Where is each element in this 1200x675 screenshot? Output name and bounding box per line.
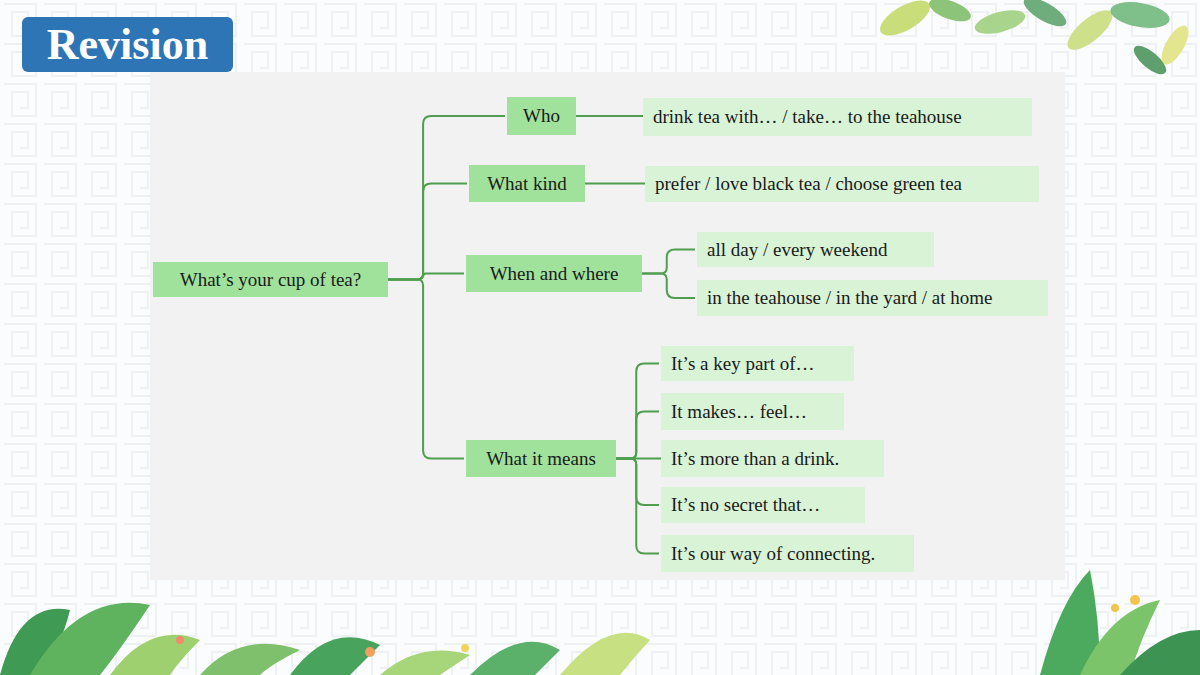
plant-decoration: [1040, 570, 1200, 675]
topic-box: What kind: [469, 165, 585, 202]
node-text: all day / every weekend: [707, 239, 887, 261]
detail-box: It’s our way of connecting.: [661, 535, 914, 572]
bracket-connector: [616, 459, 659, 506]
bracket-connector: [642, 250, 695, 274]
bracket-connector: [616, 412, 659, 459]
detail-box: prefer / love black tea / choose green t…: [645, 166, 1039, 202]
bracket-connector: [388, 184, 467, 280]
node-text: It makes… feel…: [671, 401, 807, 423]
node-text: It’s a key part of…: [671, 353, 815, 375]
topic-box: What’s your cup of tea?: [153, 262, 388, 297]
node-text: It’s our way of connecting.: [671, 543, 875, 565]
leaf-decoration: [875, 0, 1194, 79]
node-text: When and where: [490, 263, 619, 285]
bracket-connector: [616, 364, 659, 459]
node-text: It’s no secret that…: [671, 494, 820, 516]
detail-box: It’s a key part of…: [661, 346, 854, 381]
node-text: Who: [523, 105, 560, 127]
detail-box: It’s more than a drink.: [661, 440, 884, 477]
plant-decoration: [0, 603, 650, 675]
title-badge: Revision: [22, 17, 233, 72]
slide-title: Revision: [47, 19, 208, 70]
node-text: in the teahouse / in the yard / at home: [707, 287, 992, 309]
bracket-connector: [616, 459, 659, 554]
detail-box: It makes… feel…: [661, 393, 844, 430]
bracket-connector: [388, 280, 464, 459]
bracket-connector: [576, 115, 643, 117]
node-text: What’s your cup of tea?: [180, 269, 361, 291]
node-text: drink tea with… / take… to the teahouse: [653, 106, 962, 128]
topic-box: What it means: [466, 440, 616, 477]
bracket-connector: [642, 274, 695, 299]
node-text: What it means: [486, 448, 596, 470]
topic-box: When and where: [466, 255, 642, 292]
bracket-connector: [585, 183, 645, 185]
node-text: prefer / love black tea / choose green t…: [655, 173, 962, 195]
node-text: What kind: [487, 173, 567, 195]
detail-box: It’s no secret that…: [661, 487, 865, 523]
topic-box: Who: [507, 97, 576, 135]
detail-box: all day / every weekend: [697, 232, 934, 267]
node-text: It’s more than a drink.: [671, 448, 839, 470]
detail-box: in the teahouse / in the yard / at home: [697, 280, 1048, 316]
detail-box: drink tea with… / take… to the teahouse: [643, 98, 1032, 136]
